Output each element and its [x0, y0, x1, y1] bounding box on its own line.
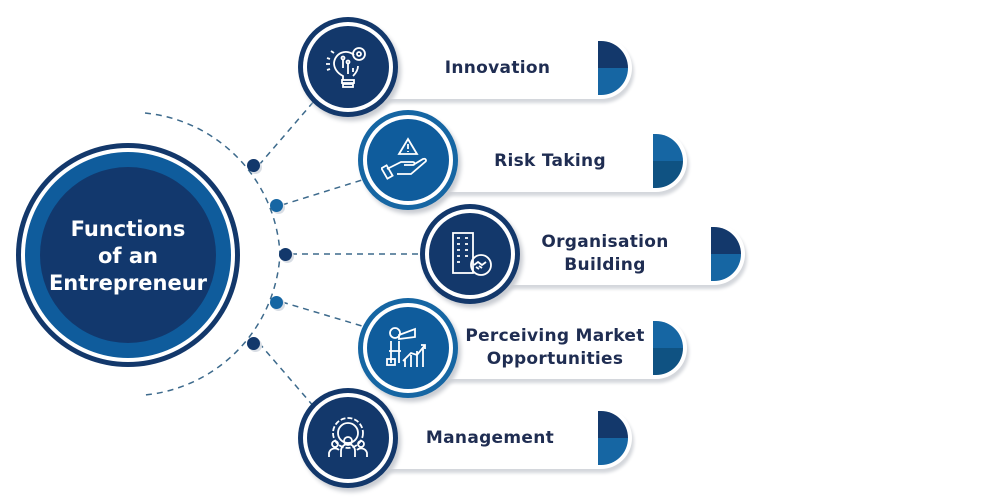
connector-management — [258, 342, 316, 409]
accent-cap — [598, 41, 628, 95]
connector-dot — [270, 199, 283, 212]
connector-market — [281, 301, 363, 327]
connector-dot — [247, 337, 260, 350]
connector-risk — [281, 179, 363, 206]
lightbulb-gear-icon — [298, 17, 398, 117]
item-label: Management — [425, 427, 555, 448]
building-handshake-icon — [420, 204, 520, 304]
connector-dot — [247, 159, 260, 172]
hand-warning-icon — [358, 110, 458, 210]
item-label: Innovation — [444, 57, 551, 78]
accent-cap — [711, 227, 741, 281]
gear-team-icon — [298, 388, 398, 488]
accent-cap — [653, 321, 683, 375]
accent-cap — [653, 134, 683, 188]
item-label: Risk Taking — [494, 150, 606, 171]
connector-dot — [279, 248, 292, 261]
telescope-growth-icon — [358, 298, 458, 398]
accent-cap — [598, 411, 628, 465]
connector-innovation — [258, 99, 316, 166]
connector-dot — [270, 296, 283, 309]
